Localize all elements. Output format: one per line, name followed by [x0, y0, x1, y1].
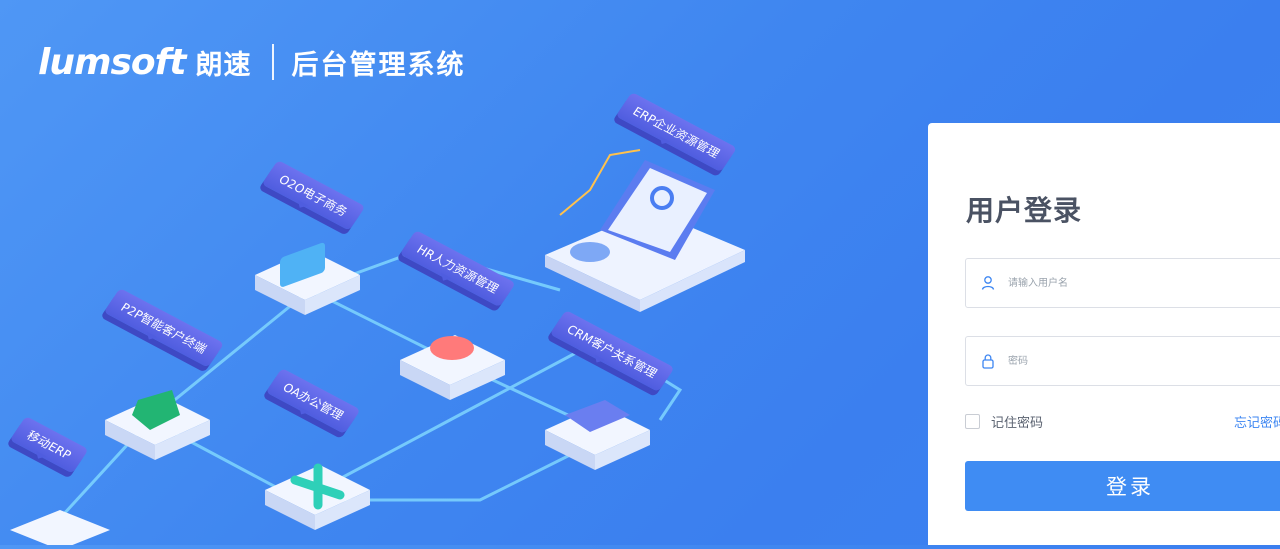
remember-password[interactable]: 记住密码 — [965, 412, 1043, 431]
login-card: 用户登录 记住密码 忘记密码 登录 — [928, 123, 1280, 545]
system-name: 后台管理系统 — [291, 49, 466, 81]
hero-illustration: ERP企业资源管理 O2O电子商务 HR人力资源管理 P2P智能客户终端 CRM… — [0, 90, 900, 549]
network-diagram — [10, 149, 745, 549]
platform-mobile-erp — [10, 510, 110, 549]
password-input[interactable] — [1006, 354, 1270, 368]
brand-cn-name: 朗速 — [195, 49, 252, 81]
brand-header: lumsoft 朗速 后台管理系统 — [38, 40, 466, 84]
password-field[interactable] — [965, 336, 1280, 386]
lock-icon — [982, 354, 994, 369]
remember-label: 记住密码 — [991, 416, 1044, 431]
platform-p2p — [105, 390, 210, 460]
username-field[interactable] — [965, 258, 1280, 308]
platform-hr — [400, 335, 505, 400]
laptop-erp — [545, 149, 745, 312]
username-input[interactable] — [1006, 276, 1270, 290]
login-button[interactable]: 登录 — [965, 461, 1280, 511]
login-title: 用户登录 — [966, 194, 1083, 227]
user-icon — [981, 276, 995, 290]
platform-oa — [265, 463, 370, 530]
remember-checkbox[interactable] — [965, 414, 980, 429]
forgot-password-link[interactable]: 忘记密码 — [1234, 416, 1280, 431]
platform-crm — [545, 400, 650, 470]
brand-divider — [271, 44, 274, 80]
platform-o2o — [255, 242, 360, 315]
brand-logo-text: lumsoft — [38, 41, 187, 83]
